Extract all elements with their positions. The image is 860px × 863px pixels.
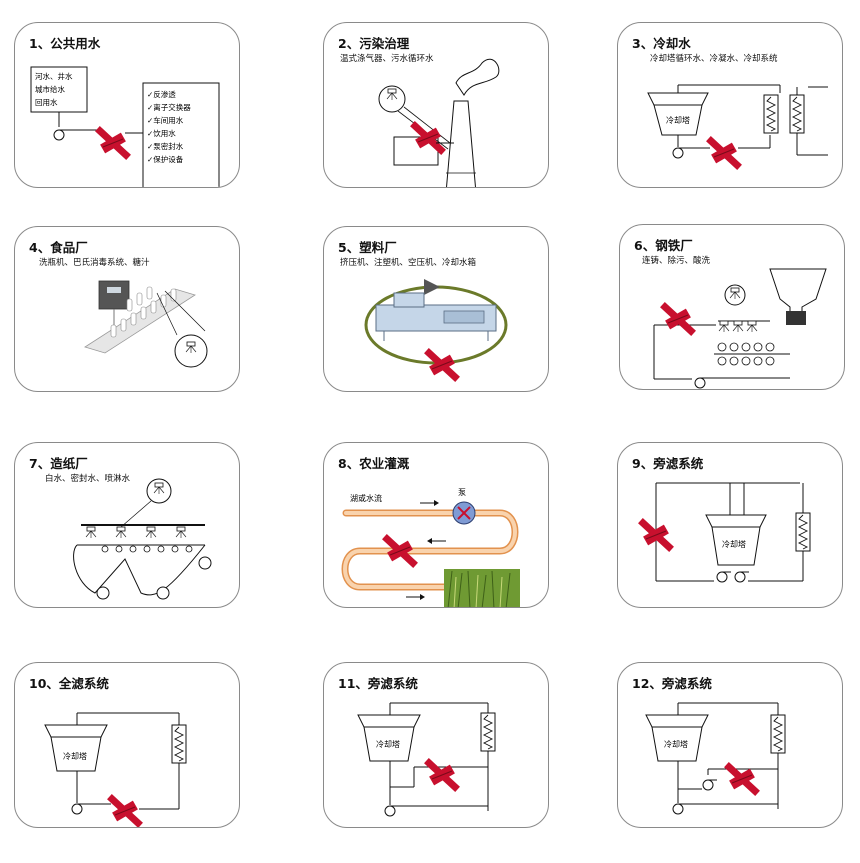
card-subtitle: 温式涤气器、污水循环水	[340, 54, 434, 64]
diagram-pollution	[378, 58, 500, 187]
card-title: 6、钢铁厂	[634, 238, 693, 253]
diagram-paper-mill	[73, 478, 212, 600]
pump-icon	[716, 571, 732, 583]
tower-label: 冷却塔	[666, 115, 690, 125]
pump-icon	[734, 571, 750, 583]
use-item: ✓保护设备	[147, 154, 184, 164]
diagram-full-filter: 冷却塔	[44, 712, 187, 828]
pipe-fill	[343, 511, 517, 589]
card-title: 2、污染治理	[338, 36, 410, 51]
card-public-water: 1、公共用水 河水、井水 城市给水 回用水 ✓反渗透 ✓离子交换器 ✓车间用水 …	[14, 22, 240, 188]
card-plastics-factory: 5、塑料厂 挤压机、注塑机、空压机、冷却水箱	[323, 226, 549, 392]
nozzle-icon	[85, 526, 97, 539]
diagram-steel-plant	[653, 268, 827, 389]
pump-icon	[53, 129, 69, 141]
filter-icon	[112, 799, 138, 823]
nozzle-icon	[732, 320, 744, 333]
card-title: 1、公共用水	[29, 36, 101, 51]
nozzle-icon	[746, 320, 758, 333]
filter-icon	[415, 126, 441, 150]
nozzle-icon	[145, 526, 157, 539]
card-title: 5、塑料厂	[338, 240, 397, 255]
heat-exchanger-icon	[763, 94, 779, 134]
diagram-cooling-water: 冷却塔	[647, 84, 828, 188]
card-title: 10、全滤系统	[29, 676, 109, 691]
nozzle-icon	[718, 320, 730, 333]
stream-label: 湖或水流	[350, 493, 382, 503]
filter-icon	[100, 131, 126, 155]
card-title: 11、旁滤系统	[338, 676, 418, 691]
filter-icon	[665, 307, 691, 331]
filter-icon	[729, 767, 755, 791]
filter-icon	[387, 539, 413, 563]
pump-icon	[384, 805, 400, 817]
card-cooling-water: 3、冷却水 冷却塔循环水、冷凝水、冷却系统 冷却塔	[617, 22, 843, 188]
nozzle-icon	[115, 526, 127, 539]
pump-icon	[694, 377, 710, 389]
source-label: 城市给水	[35, 84, 65, 94]
card-full-filter: 10、全滤系统 冷却塔	[14, 662, 240, 828]
use-item: ✓泵密封水	[147, 141, 184, 151]
pump-icon	[71, 803, 87, 815]
card-title: 3、冷却水	[632, 36, 691, 51]
diagram-food-factory	[84, 280, 208, 368]
use-item: ✓离子交换器	[147, 102, 191, 112]
pump-label: 泵	[458, 488, 466, 497]
heat-exchanger-icon	[480, 712, 496, 752]
card-steel-plant: 6、钢铁厂 连铸、除污、酸洗	[619, 224, 845, 390]
diagram-side-filter-12: 冷却塔	[645, 702, 786, 815]
card-subtitle: 白水、密封水、喷淋水	[45, 474, 131, 484]
nozzle-icon	[175, 526, 187, 539]
source-label: 河水、井水	[35, 71, 73, 81]
card-title: 7、造纸厂	[29, 456, 88, 471]
tower-label: 冷却塔	[63, 751, 87, 761]
use-item: ✓反渗透	[147, 89, 176, 99]
tower-label: 冷却塔	[722, 539, 746, 549]
pump-icon	[672, 147, 688, 159]
heat-exchanger-icon	[171, 724, 187, 764]
tower-label: 冷却塔	[376, 739, 400, 749]
diagram-side-filter-11: 冷却塔	[357, 702, 496, 817]
diagram-plastics-factory	[364, 279, 508, 392]
filter-icon	[429, 353, 455, 377]
tower-label: 冷却塔	[664, 739, 688, 749]
use-item: ✓饮用水	[147, 128, 176, 138]
diagram-public-water: 河水、井水 城市给水 回用水 ✓反渗透 ✓离子交换器 ✓车间用水 ✓饮用水 ✓泵…	[30, 66, 220, 187]
card-paper-mill: 7、造纸厂 白水、密封水、喷淋水	[14, 442, 240, 608]
card-subtitle: 连铸、除污、酸洗	[642, 256, 711, 266]
card-food-factory: 4、食品厂 洗瓶机、巴氏消毒系统、糖汁	[14, 226, 240, 392]
use-item: ✓车间用水	[147, 115, 184, 125]
card-title: 9、旁滤系统	[632, 456, 704, 471]
card-side-filter-11: 11、旁滤系统 冷却塔	[323, 662, 549, 828]
card-subtitle: 冷却塔循环水、冷凝水、冷却系统	[650, 54, 778, 64]
card-side-filter-9: 9、旁滤系统 冷却塔	[617, 442, 843, 608]
diagram-side-filter-9: 冷却塔	[618, 482, 811, 583]
heat-exchanger-icon	[789, 94, 805, 134]
card-title: 4、食品厂	[29, 240, 88, 255]
card-side-filter-12: 12、旁滤系统 冷却塔	[617, 662, 843, 828]
pump-icon	[702, 779, 718, 791]
heat-exchanger-icon	[770, 714, 786, 754]
card-title: 8、农业灌溉	[338, 456, 410, 471]
card-subtitle: 挤压机、注塑机、空压机、冷却水箱	[340, 258, 477, 268]
heat-exchanger-icon	[795, 512, 811, 552]
card-pollution: 2、污染治理 温式涤气器、污水循环水	[323, 22, 549, 188]
card-title: 12、旁滤系统	[632, 676, 712, 691]
filter-icon	[711, 141, 737, 165]
card-agriculture: 8、农业灌溉 湖或水流 泵	[323, 442, 549, 608]
card-subtitle: 洗瓶机、巴氏消毒系统、糖汁	[39, 258, 150, 268]
pump-icon	[672, 803, 688, 815]
source-label: 回用水	[35, 97, 58, 107]
diagram-agriculture: 湖或水流 泵	[341, 488, 520, 607]
